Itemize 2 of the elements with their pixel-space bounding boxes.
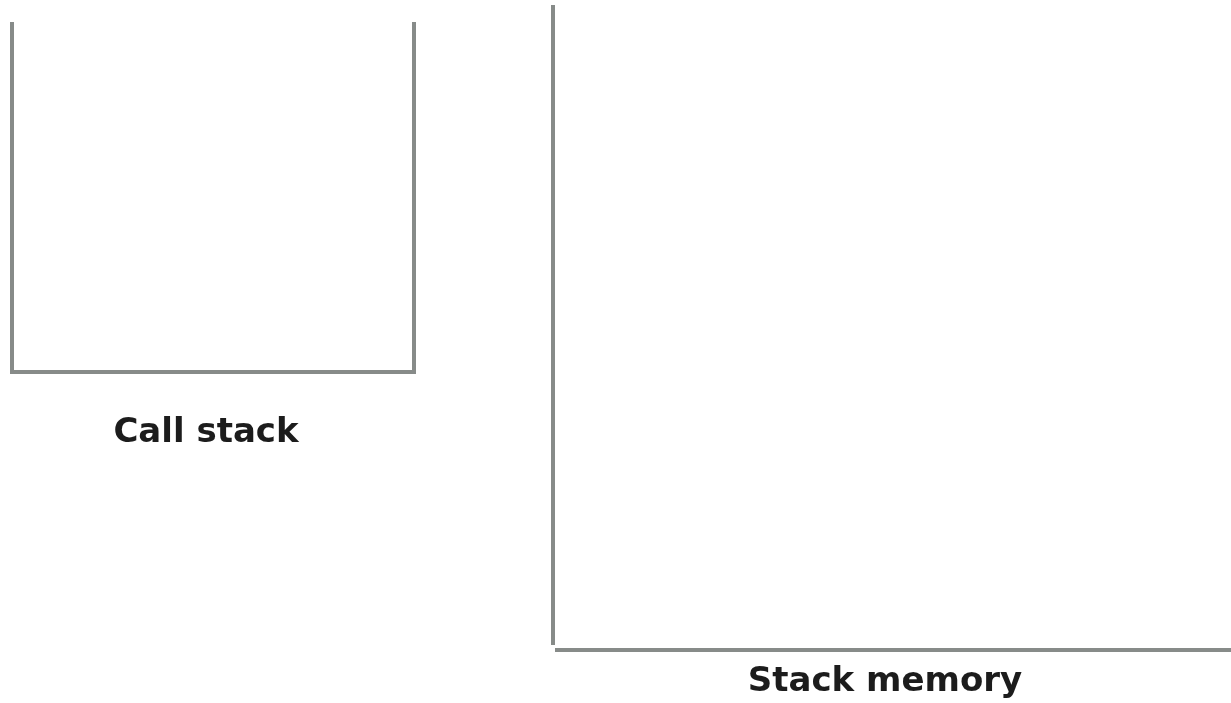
container-label: Call stack	[113, 410, 299, 450]
container-label: Stack memory	[747, 659, 1023, 699]
